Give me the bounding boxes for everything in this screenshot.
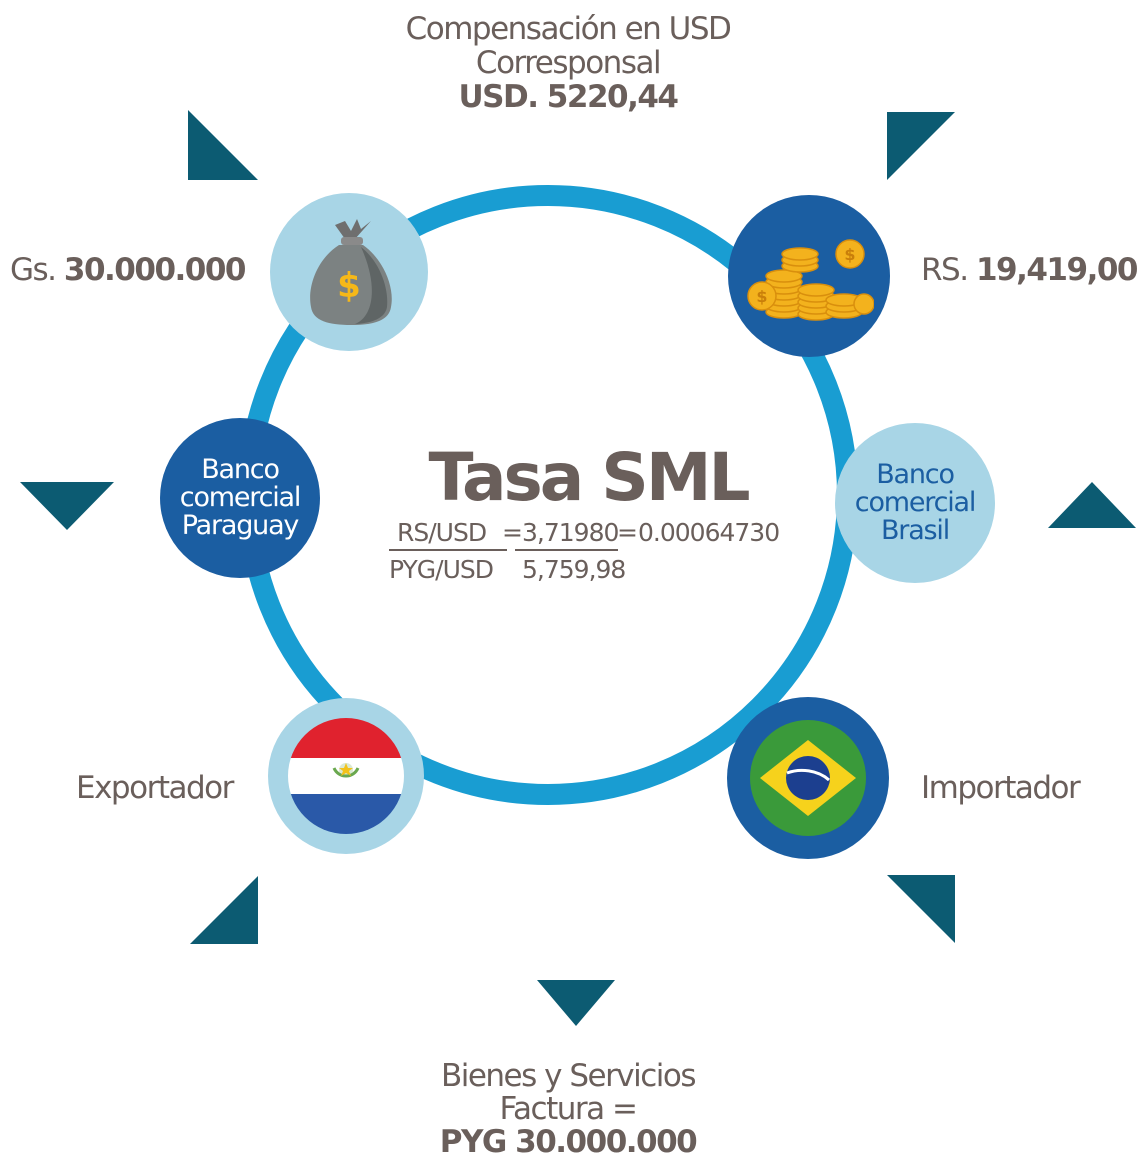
coins-icon: $ $ [747, 239, 874, 321]
arrow-bottom-left [190, 876, 258, 944]
right-amount: RS. 19,419,00 [921, 252, 1137, 288]
bank-brasil-label: Banco comercial Brasil [854, 459, 977, 546]
svg-text:$: $ [844, 245, 855, 264]
arrow-top-left [188, 110, 258, 180]
arrow-right-up [1048, 482, 1136, 528]
money-bag-icon: $ [310, 219, 392, 325]
fraction-line-2 [515, 549, 618, 551]
formula-result: 0.00064730 [638, 518, 780, 547]
center-title: Tasa SML [428, 439, 750, 516]
formula-value1: 3,71980 [522, 518, 619, 547]
arrow-bottom-right [887, 875, 955, 943]
bank-paraguay-label: Banco comercial Paraguay [179, 454, 302, 541]
bottom-line2: Factura = [499, 1091, 638, 1127]
coins-node: $ $ [728, 195, 890, 357]
top-amount: USD. 5220,44 [458, 79, 680, 115]
arrow-bottom-down [537, 980, 615, 1026]
svg-text:$: $ [756, 287, 767, 306]
left-amount: Gs. 30.000.000 [10, 252, 247, 288]
formula-denominator: PYG/USD [389, 555, 494, 584]
importer-label: Importador [921, 770, 1081, 806]
top-line1: Compensación en USD [405, 11, 732, 47]
top-line2: Corresponsal [475, 45, 662, 81]
bank-paraguay-node: Banco comercial Paraguay [160, 418, 320, 578]
paraguay-flag-node [268, 698, 424, 854]
money-bag-node: $ [270, 193, 428, 351]
svg-text:$: $ [337, 266, 361, 306]
bottom-label: Bienes y Servicios Factura = PYG 30.000.… [368, 1060, 768, 1159]
brazil-flag-node [727, 697, 889, 859]
arrow-top-right [887, 112, 955, 180]
formula-eq1: = [502, 518, 523, 547]
fraction-line-1 [389, 549, 507, 551]
bottom-line1: Bienes y Servicios [440, 1058, 697, 1094]
top-label: Compensación en USD Corresponsal USD. 52… [368, 12, 768, 114]
formula-numerator: RS/USD [397, 518, 487, 547]
arrow-left-down [20, 482, 114, 530]
exporter-label: Exportador [76, 770, 234, 806]
formula-value2: 5,759,98 [522, 555, 626, 584]
formula-eq2: = [617, 518, 638, 547]
bank-brasil-node: Banco comercial Brasil [835, 423, 995, 583]
brazil-flag-icon [750, 720, 866, 836]
bottom-amount: PYG 30.000.000 [439, 1124, 698, 1160]
paraguay-flag-icon [288, 718, 404, 834]
